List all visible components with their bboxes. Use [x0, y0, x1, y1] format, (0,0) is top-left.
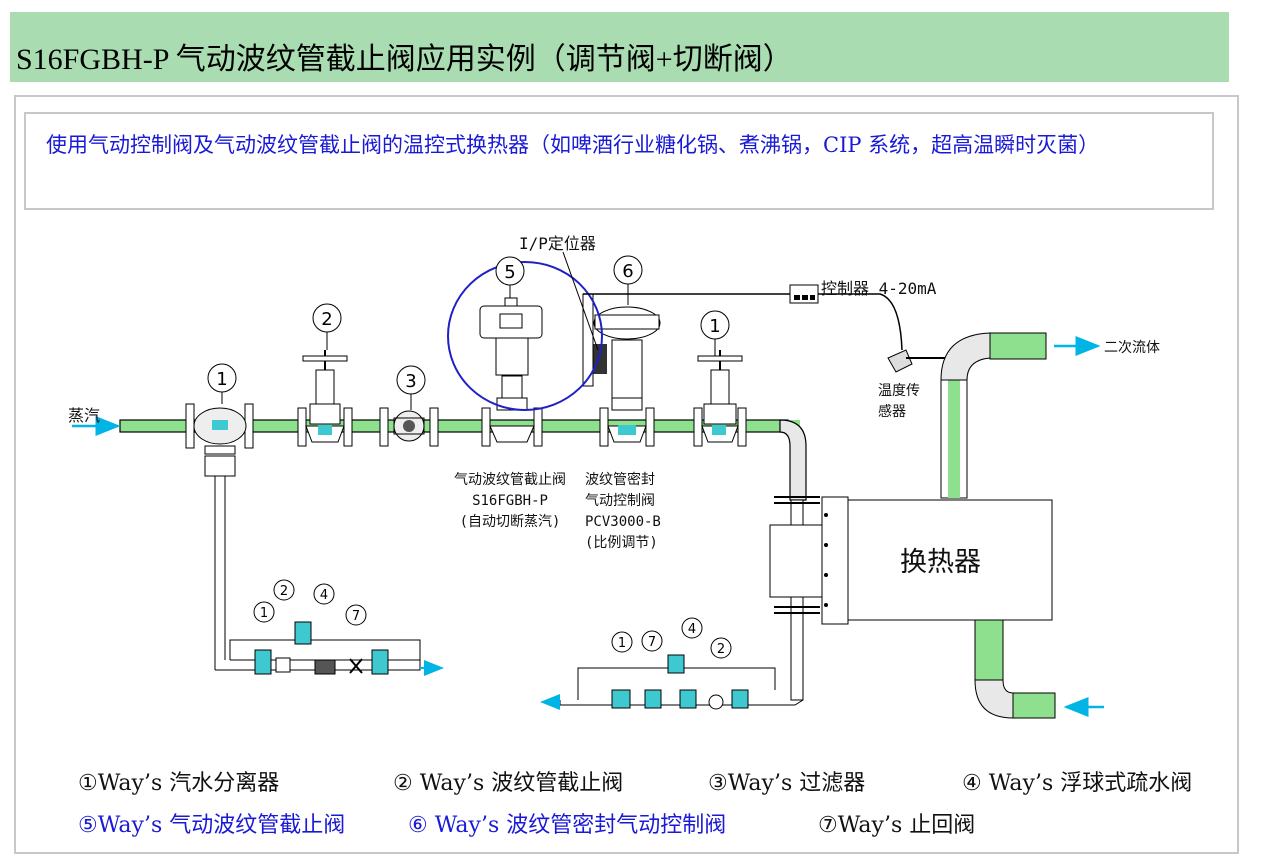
temp-sensor-label: 温度传 感器	[878, 383, 920, 420]
content-frame	[14, 95, 1239, 854]
legend-item-5: ⑤Way’s 气动波纹管截止阀	[78, 813, 346, 838]
marker-3: 3	[405, 371, 416, 392]
strainer	[379, 407, 439, 447]
marker-small-1b: 1	[618, 636, 626, 651]
title-bar: S16FGBH-P 气动波纹管截止阀应用实例（调节阀+切断阀）	[10, 12, 1229, 82]
marker-digits: 1 2 3 5 6 1	[216, 261, 720, 392]
marker-1b: 1	[709, 316, 720, 337]
marker-6: 6	[622, 261, 633, 282]
small-marker-digits: 1 2 4 7 1 7 4 2	[260, 584, 725, 657]
valve5-caption: 气动波纹管截止阀 S16FGBH-P (自动切断蒸汽)	[454, 472, 566, 530]
ip-leader-line	[562, 251, 599, 351]
left-trap-assembly	[215, 621, 444, 676]
secondary-inlet-pipe	[974, 619, 1104, 719]
controller-box	[789, 284, 819, 304]
legend-item-7: ⑦Way’s 止回阀	[818, 813, 976, 838]
marker-small-4b: 4	[688, 622, 696, 637]
marker-small-7b: 7	[648, 635, 656, 650]
pneumatic-control-valve	[582, 293, 661, 447]
highlight-circle	[447, 261, 603, 411]
legend-item-6: ⑥ Way’s 波纹管密封气动控制阀	[408, 813, 727, 838]
steam-separator	[185, 403, 254, 670]
bellows-globe-valve-2	[297, 350, 353, 447]
marker-circles	[207, 255, 732, 659]
legend-item-3: ③Way’s 过滤器	[708, 771, 866, 796]
description-box: 使用气动控制阀及气动波纹管截止阀的温控式换热器（如啤酒行业糖化锅、煮沸锅，CIP…	[24, 112, 1214, 210]
marker-small-7: 7	[352, 609, 360, 624]
marker-2: 2	[321, 309, 332, 330]
controller-label: 控制器 4-20mA	[821, 279, 937, 298]
right-trap-assembly	[540, 654, 804, 710]
secondary-fluid-label: 二次流体	[1104, 340, 1160, 356]
legend-item-1: ①Way’s 汽水分离器	[78, 771, 280, 796]
temperature-sensor	[887, 349, 948, 373]
marker-5: 5	[504, 262, 515, 283]
marker-small-4: 4	[320, 588, 328, 603]
steam-label: 蒸汽	[68, 406, 101, 425]
page-title: S16FGBH-P 气动波纹管截止阀应用实例（调节阀+切断阀）	[16, 43, 793, 76]
heat-exchanger-label: 换热器	[900, 547, 981, 578]
legend-item-4: ④ Way’s 浮球式疏水阀	[962, 771, 1193, 796]
heat-exchanger-shell	[769, 496, 1053, 625]
secondary-outlet-pipe	[940, 332, 1101, 499]
ip-positioner-label: I/P定位器	[519, 234, 596, 253]
marker-1: 1	[216, 369, 227, 390]
legend-item-2: ② Way’s 波纹管截止阀	[393, 771, 624, 796]
marker-small-2b: 2	[717, 642, 725, 657]
sensor-signal-line	[818, 293, 903, 351]
description-text: 使用气动控制阀及气动波纹管截止阀的温控式换热器（如啤酒行业糖化锅、煮沸锅，CIP…	[46, 133, 1100, 157]
marker-small-2: 2	[280, 584, 288, 599]
marker-small-1: 1	[260, 606, 268, 621]
valve6-caption: 波纹管密封 气动控制阀 PCV3000-B (比例调节)	[585, 472, 661, 551]
bellows-globe-valve-1	[693, 350, 747, 447]
